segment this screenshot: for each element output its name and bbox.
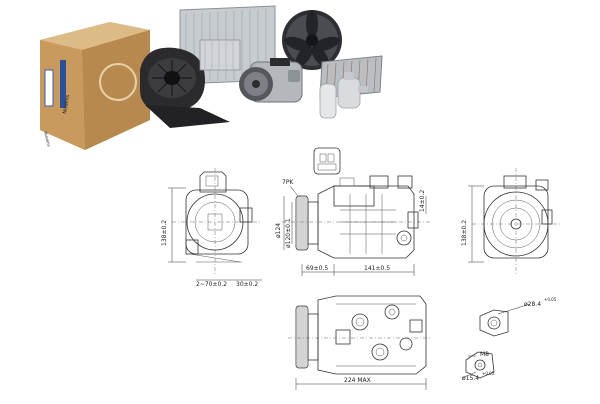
blower-motor — [140, 39, 241, 128]
mount-label: 14±0.2 — [419, 190, 426, 212]
carton-box: Nissens Nissens — [40, 22, 150, 150]
length-label: 224 MAX — [344, 377, 371, 384]
dia-large-label: ø124 — [275, 223, 282, 238]
cooling-fan — [282, 10, 342, 70]
side-view-drawing: 7PK ø124 ø120±0.1 14±0.2 69±0.5 141±0.5 — [275, 147, 432, 276]
rear-view-drawing: 138±0.2 — [461, 168, 562, 276]
port-top-dia: ø28.4 — [524, 301, 541, 308]
receiver-drier — [319, 72, 368, 119]
box-brand-text: Nissens — [62, 94, 71, 114]
top-view-drawing: 224 MAX — [288, 295, 432, 390]
hub-label: 69±0.5 — [306, 265, 328, 272]
port-bottom-tol: +0.05 — [482, 371, 495, 376]
box-side-text: Nissens — [43, 131, 52, 147]
m-thread-label: M8 — [480, 351, 489, 358]
belt-label: 7PK — [282, 179, 294, 186]
body-label: 141±0.5 — [364, 265, 390, 272]
port-detail-drawing: ø28.4 +0.05 M8 ø15.4 +0.05 — [461, 297, 557, 382]
product-photo: Nissens Nissens — [40, 5, 383, 150]
front-offset-label: 30±0.2 — [236, 281, 258, 288]
dia-small-label: ø120±0.1 — [285, 218, 292, 248]
front-height-label: 138±0.2 — [161, 220, 168, 246]
ac-compressor — [239, 58, 303, 103]
port-bottom-dia: ø15.4 — [462, 375, 479, 382]
rear-height-label: 138±0.2 — [461, 220, 468, 246]
port-top-tol: +0.05 — [544, 297, 557, 302]
front-view-drawing: 138±0.2 2~70±0.2 30±0.2 — [161, 168, 262, 288]
front-width-label: 2~70±0.2 — [196, 281, 227, 288]
